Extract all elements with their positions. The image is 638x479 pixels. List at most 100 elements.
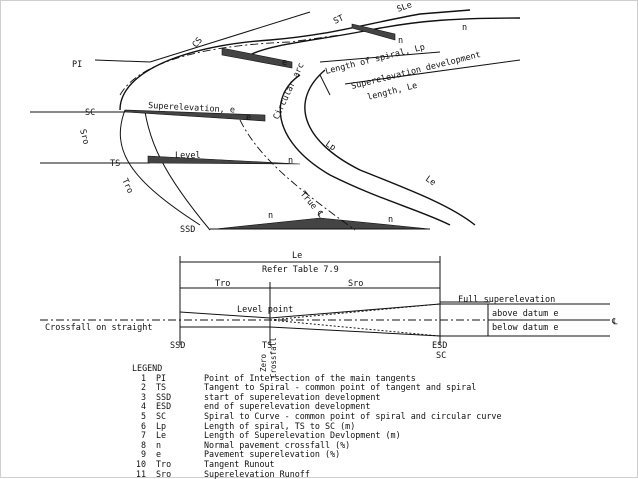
legend-item-text: Normal pavement crossfall (%) bbox=[204, 439, 351, 450]
legend-item-number: 10 bbox=[135, 458, 146, 469]
label-profile-sro: Sro bbox=[348, 279, 363, 289]
label-refer-table: Refer Table 7.9 bbox=[262, 265, 339, 275]
label-level: Level bbox=[175, 151, 201, 161]
label-circular-arc: Circular arc bbox=[272, 61, 307, 121]
label-ssd: SSD bbox=[180, 225, 195, 235]
label-n-st: n bbox=[398, 36, 403, 46]
legend-list: 1 PI Point of Intersection of the main tan… bbox=[132, 372, 502, 479]
ssd-band bbox=[214, 217, 431, 230]
legend-item-text: end of superelevation development bbox=[204, 401, 371, 412]
label-n-sle: n bbox=[462, 23, 467, 33]
legend-item: 5 SC Spiral to Curve - common point of spi… bbox=[132, 410, 502, 422]
legend-item-number: 4 bbox=[140, 401, 146, 412]
label-e-sc: e bbox=[246, 113, 251, 123]
label-ts: TS bbox=[110, 159, 120, 169]
legend-item: 7 Le Length of Superelevation Devlopment (… bbox=[132, 431, 502, 441]
label-lp: Lp bbox=[323, 139, 337, 153]
legend-item-abbr: ESD bbox=[156, 401, 172, 412]
legend-item-text: Pavement superelevation (%) bbox=[204, 449, 341, 460]
label-n-ssd-right: n bbox=[388, 215, 393, 225]
label-profile-ssd: SSD bbox=[170, 341, 185, 351]
legend-item-number: 11 bbox=[135, 468, 146, 479]
legend-item-number: 5 bbox=[140, 410, 146, 421]
dotted-outer bbox=[269, 303, 441, 321]
label-above-datum: above datum e bbox=[492, 309, 559, 319]
legend-item-abbr: e bbox=[156, 449, 162, 460]
label-sle: SLe bbox=[396, 0, 414, 15]
label-n-ssd-left: n bbox=[268, 211, 273, 221]
legend-item-abbr: Tro bbox=[156, 458, 172, 469]
road-curve-right bbox=[304, 69, 476, 226]
legend-item: 4 ESD end of superelevation development bbox=[132, 402, 502, 412]
legend-item-text: Point of Intersection of the main tangen… bbox=[204, 372, 416, 383]
legend-item-text: start of superelevation development bbox=[204, 391, 381, 402]
legend-item-abbr: n bbox=[156, 439, 162, 450]
superelevation-band bbox=[124, 109, 266, 122]
label-n-level: n bbox=[288, 156, 293, 166]
level-band bbox=[147, 155, 301, 165]
road-centreline-top bbox=[119, 34, 341, 96]
label-sro: Sro bbox=[77, 128, 91, 145]
label-tro: Tro bbox=[119, 177, 135, 195]
legend: LEGEND 1 PI Point of Intersection of the m… bbox=[132, 363, 502, 479]
dotted-inner bbox=[269, 319, 441, 337]
road-left-edge bbox=[119, 109, 201, 226]
inner-edge-profile bbox=[180, 326, 610, 337]
legend-item-text: Superelevation Runoff bbox=[204, 468, 310, 479]
legend-item-number: 7 bbox=[140, 430, 146, 441]
label-pi: PI bbox=[72, 60, 82, 70]
legend-item: 2 TS Tangent to Spiral - common point of t… bbox=[132, 383, 502, 393]
lp-arrow-line bbox=[319, 51, 441, 63]
plan-view: PI CS ST SLe SC TS SSD Sro Tro Superelev… bbox=[30, 0, 521, 235]
legend-item-text: Tangent Runout bbox=[204, 458, 275, 469]
label-sc: SC bbox=[85, 108, 95, 118]
label-profile-cl: ℄ bbox=[611, 317, 618, 327]
label-below-datum: below datum e bbox=[492, 323, 559, 333]
legend-item-abbr: SC bbox=[156, 410, 167, 421]
legend-item-text: Length of Superelevation Devlopment (m) bbox=[204, 430, 401, 441]
label-profile-sc: SC bbox=[436, 351, 446, 361]
road-curve-mid bbox=[279, 74, 451, 226]
label-st: ST bbox=[332, 13, 346, 26]
label-profile-le: Le bbox=[292, 251, 302, 261]
outer-edge-profile bbox=[179, 303, 610, 319]
legend-item: 1 PI Point of Intersection of the main tan… bbox=[132, 372, 502, 384]
legend-item-number: 1 bbox=[140, 372, 146, 383]
legend-item-text: Length of spiral, TS to SC (m) bbox=[204, 420, 356, 431]
legend-item-text: Spiral to Curve - common point of spiral… bbox=[204, 410, 502, 421]
label-superelevation: Superelevation, e bbox=[148, 101, 235, 116]
label-le: Le bbox=[423, 174, 437, 188]
label-profile-tro: Tro bbox=[215, 279, 230, 289]
legend-item-number: 2 bbox=[140, 382, 146, 393]
tangent-line bbox=[94, 11, 311, 63]
road-inner-edge bbox=[119, 9, 471, 111]
legend-item-number: 6 bbox=[140, 420, 146, 431]
profile-view: Le Refer Table 7.9 Tro Sro Level point F… bbox=[40, 251, 618, 378]
legend-item-abbr: PI bbox=[156, 372, 167, 383]
circular-arc-tick bbox=[319, 74, 331, 96]
le-arrow-line bbox=[344, 59, 521, 85]
label-crossfall-on-straight: Crossfall on straight bbox=[45, 323, 152, 333]
label-level-point: Level point bbox=[237, 305, 293, 315]
legend-item: 11 Sro Superelevation Runoff bbox=[132, 468, 502, 479]
legend-item-abbr: Sro bbox=[156, 468, 172, 479]
label-profile-ts: TS bbox=[262, 341, 272, 351]
offset-line bbox=[144, 111, 211, 231]
label-cs: CS bbox=[191, 36, 205, 50]
legend-heading: LEGEND bbox=[132, 363, 163, 373]
legend-item-number: 3 bbox=[140, 391, 146, 402]
label-profile-esd: ESD bbox=[432, 341, 447, 351]
true-centreline bbox=[239, 119, 356, 231]
label-full-superelevation: Full superelevation bbox=[458, 295, 555, 305]
label-crossfall: Crossfall bbox=[269, 337, 278, 378]
legend-item-abbr: Le bbox=[156, 430, 167, 441]
legend-item-abbr: TS bbox=[156, 382, 167, 393]
legend-item-text: Tangent to Spiral - common point of tang… bbox=[204, 382, 477, 393]
label-zero: Zero bbox=[259, 353, 268, 372]
legend-item-number: 9 bbox=[140, 449, 146, 460]
legend-item: 10 Tro Tangent Runout bbox=[132, 458, 502, 470]
